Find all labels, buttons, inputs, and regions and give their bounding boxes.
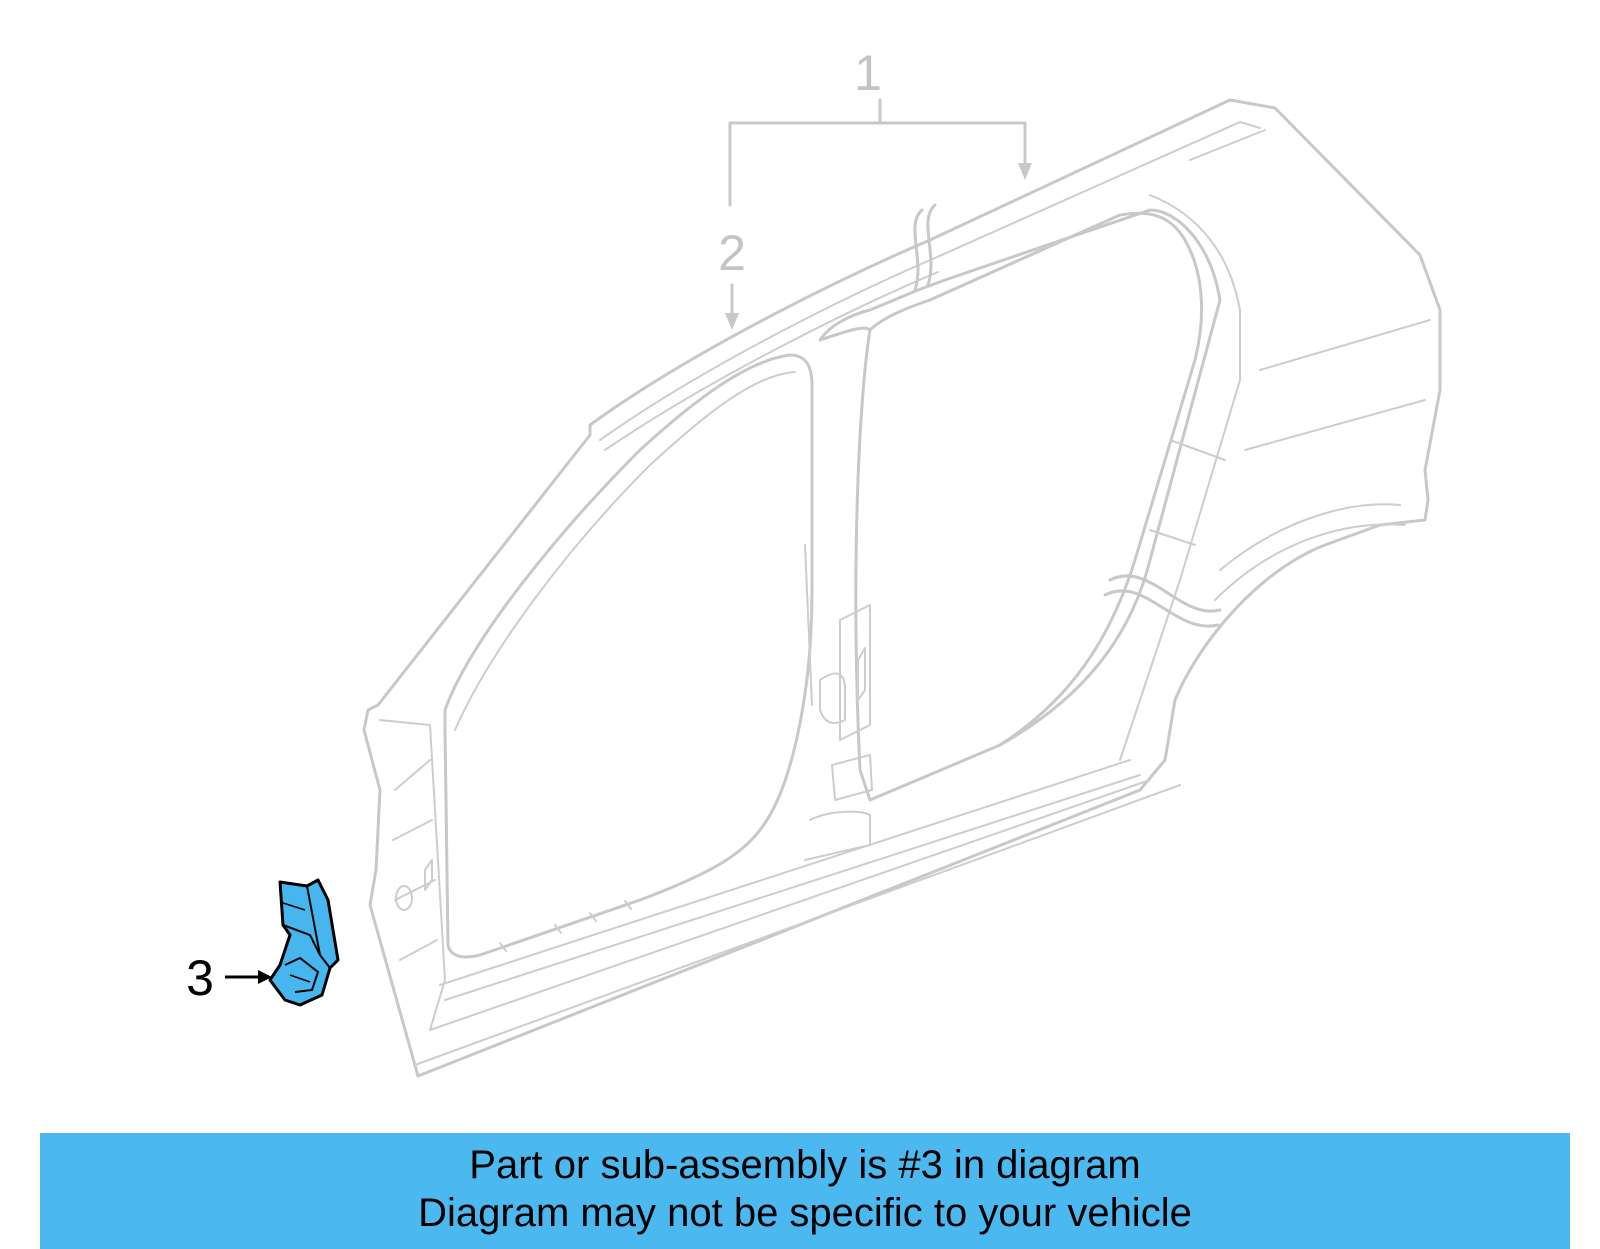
- callout-1-label: 1: [854, 45, 882, 101]
- banner-line-2: Diagram may not be specific to your vehi…: [418, 1191, 1192, 1235]
- highlighted-part-3: [268, 878, 340, 1007]
- arrow-down-icon: [725, 313, 739, 330]
- callout-2-label: 2: [718, 225, 746, 281]
- arrow-down-icon: [1018, 163, 1032, 180]
- body-side-panel: [362, 98, 1442, 1078]
- callout-2: 2: [718, 225, 746, 330]
- callout-3: 3: [186, 950, 272, 1006]
- callout-1: 1: [728, 45, 1032, 207]
- banner-line-1: Part or sub-assembly is #3 in diagram: [469, 1143, 1141, 1187]
- info-banner: Part or sub-assembly is #3 in diagram Di…: [40, 1133, 1570, 1249]
- arrow-right-icon: [258, 970, 272, 984]
- callout-3-label: 3: [186, 950, 214, 1006]
